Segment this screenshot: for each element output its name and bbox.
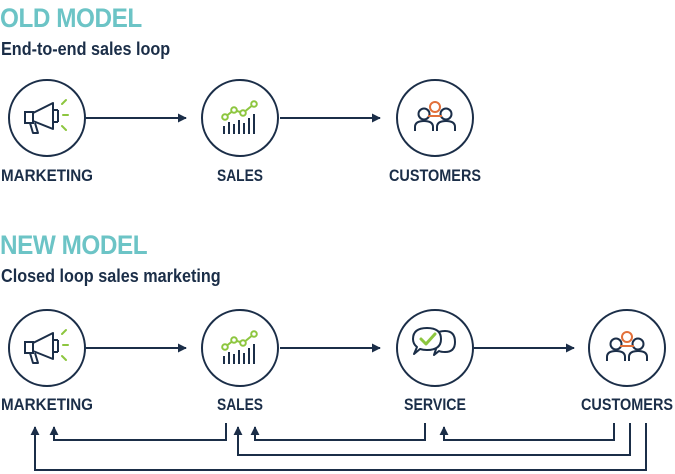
old-node-sales-label: SALES [217, 166, 263, 185]
feedback-arrow-customers-to-sales [233, 423, 631, 456]
old-node-marketing: MARKETING [1, 79, 93, 185]
new-node-marketing-label: MARKETING [1, 395, 93, 414]
feedback-arrow-service-to-sales [250, 423, 426, 441]
new-node-customers: CUSTOMERS [581, 309, 673, 414]
new-node-service: SERVICE [396, 309, 474, 414]
old-model-subtitle: End-to-end sales loop [1, 39, 171, 59]
old-model-title: OLD MODEL [0, 3, 142, 33]
new-model-subtitle: Closed loop sales marketing [1, 266, 221, 286]
old-node-customers-label: CUSTOMERS [389, 166, 481, 185]
feedback-arrow-customers-to-service [439, 423, 615, 441]
old-node-customers: CUSTOMERS [389, 79, 481, 185]
new-node-sales: SALES [201, 309, 279, 414]
feedback-arrow-customers-to-marketing [30, 423, 647, 471]
old-model-flow: MARKETING SALES CUSTOMERS [1, 79, 481, 185]
old-node-sales: SALES [201, 79, 279, 185]
new-model-flow: MARKETING SALES SERVICE CUSTOMERS [1, 309, 673, 471]
new-node-customers-label: CUSTOMERS [581, 395, 673, 414]
new-model-title: NEW MODEL [0, 230, 148, 260]
feedback-arrow-sales-to-marketing [49, 423, 227, 441]
new-node-sales-label: SALES [217, 395, 263, 414]
old-node-marketing-label: MARKETING [1, 166, 93, 185]
new-node-marketing: MARKETING [1, 309, 93, 414]
new-node-service-label: SERVICE [404, 395, 466, 414]
